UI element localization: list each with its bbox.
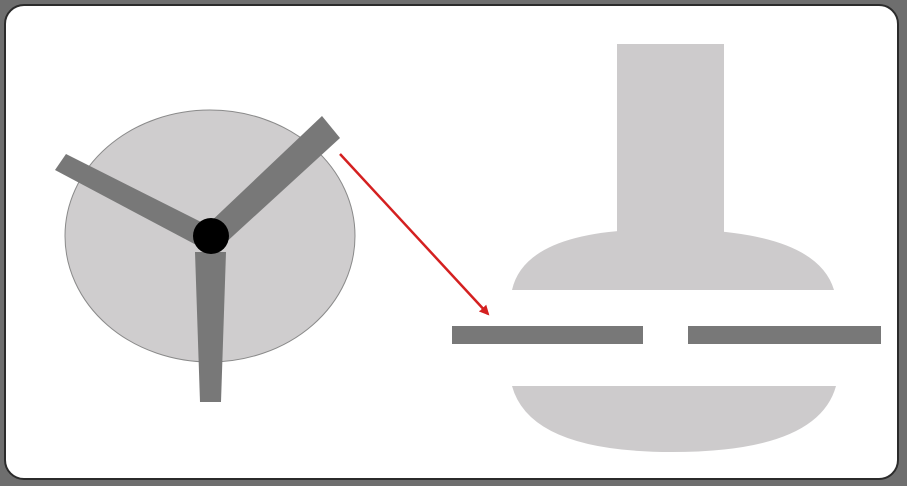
section-stem — [617, 44, 724, 240]
rotor-hub — [193, 218, 229, 254]
section-blade-left — [452, 326, 643, 344]
red-arrow-icon — [339, 153, 490, 316]
section-upper-lobe — [512, 230, 834, 290]
rotor-blade-left — [55, 154, 213, 248]
rotor-blade-right — [205, 116, 340, 246]
rotor-blade-bottom — [195, 252, 226, 402]
blade-cross-section-icon — [452, 44, 881, 452]
section-lower-lobe — [512, 386, 836, 452]
section-blade-right — [688, 326, 881, 344]
wind-turbine-rotor-icon — [55, 109, 356, 402]
